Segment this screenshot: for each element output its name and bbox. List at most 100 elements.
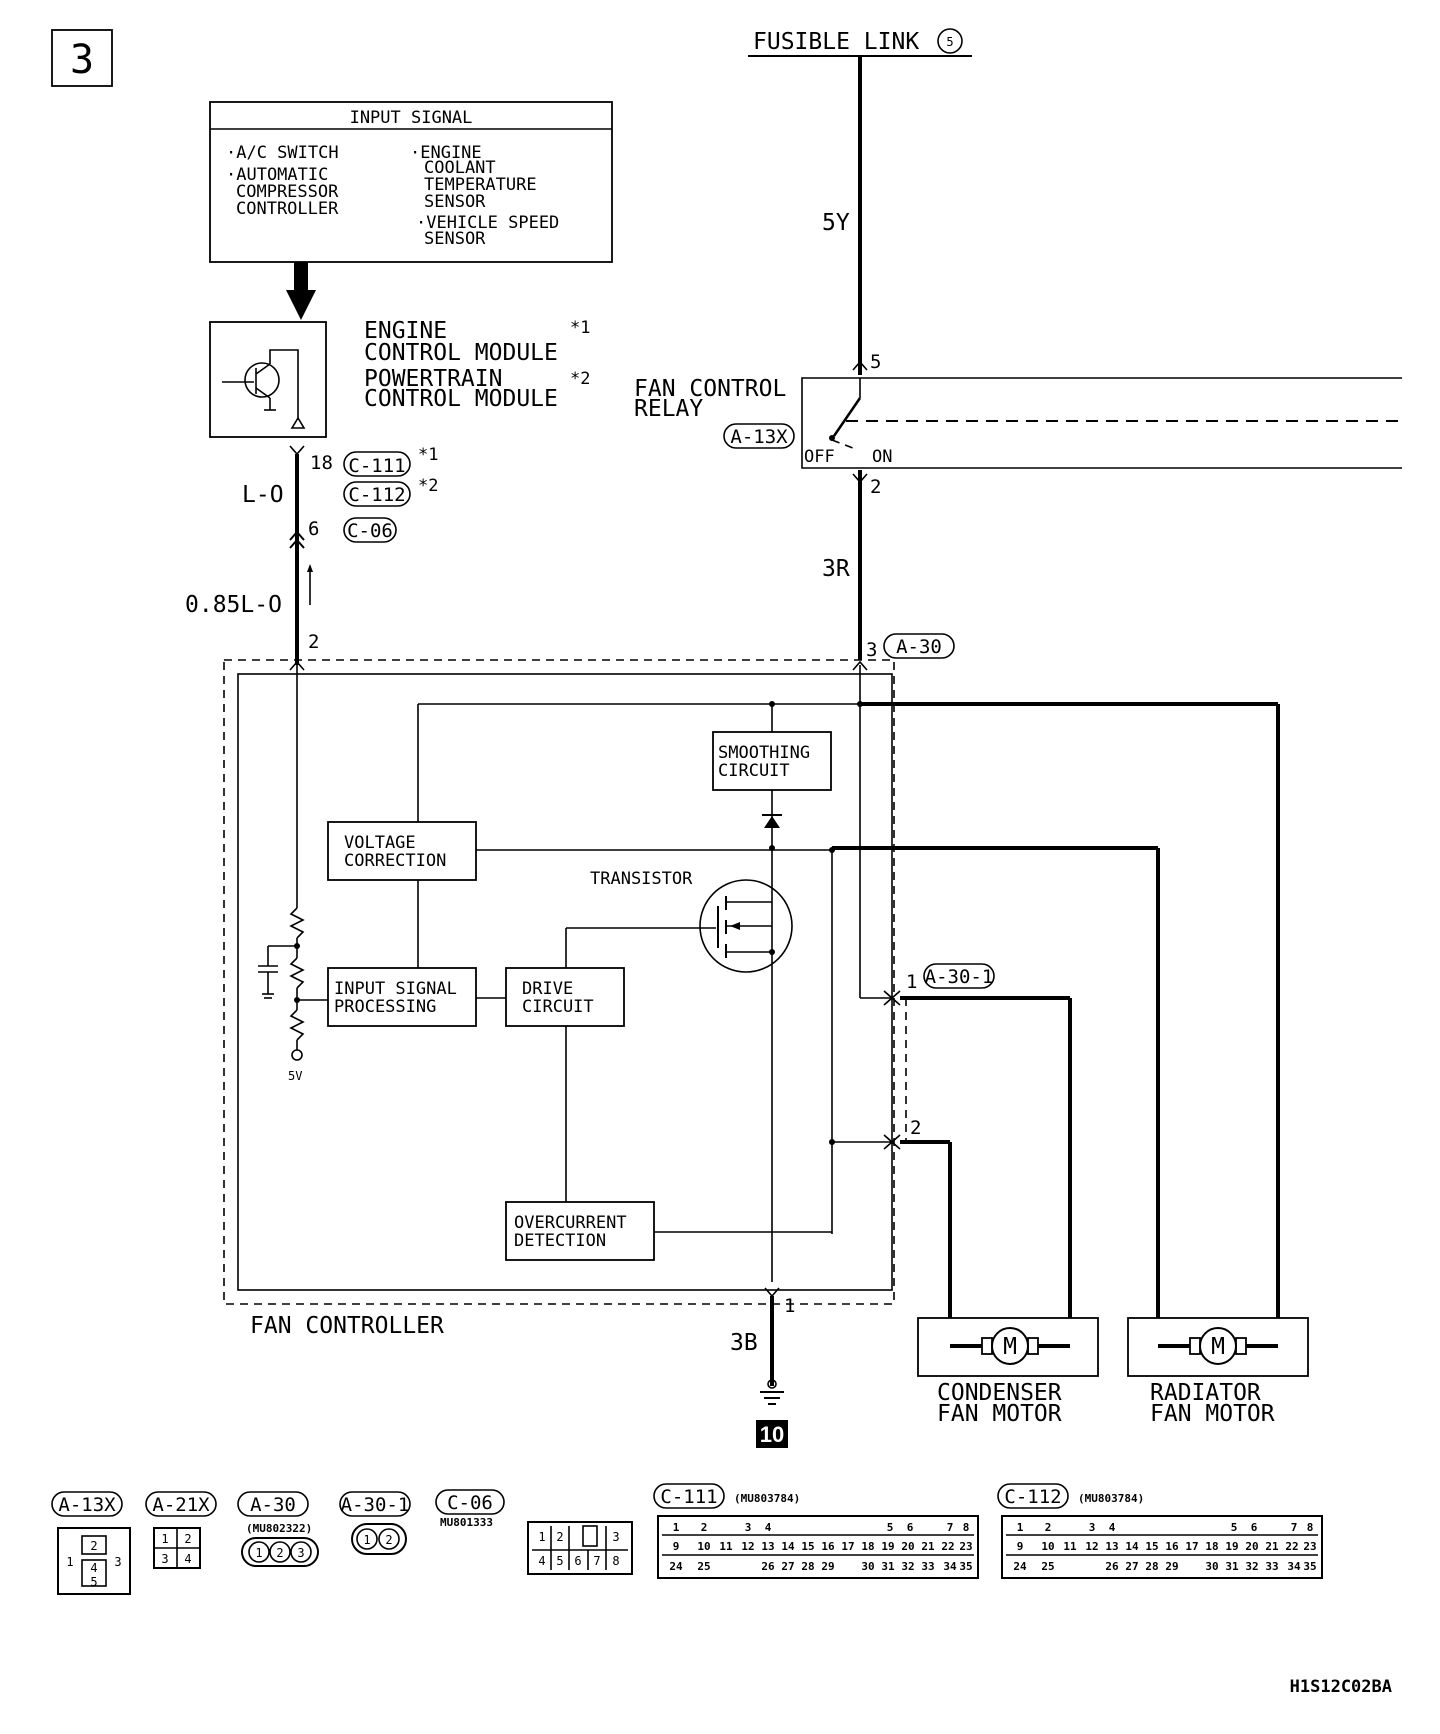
svg-text:2: 2 [184, 1532, 191, 1546]
input-proc-line1: INPUT SIGNAL [334, 979, 457, 999]
pin-1-a301: 1 [906, 971, 917, 993]
ecm-note2: *2 [570, 369, 590, 389]
condenser-motor-symbol: M [1003, 1334, 1017, 1360]
svg-text:8: 8 [963, 1521, 970, 1534]
legend-a301: A-30-1 [341, 1494, 410, 1516]
svg-text:6: 6 [907, 1521, 914, 1534]
svg-text:22: 22 [941, 1540, 954, 1553]
input-item-compressor: COMPRESSOR [236, 182, 339, 202]
relay-off: OFF [804, 447, 835, 467]
svg-text:35: 35 [1303, 1560, 1316, 1573]
relay-line2: RELAY [634, 396, 703, 422]
svg-text:27: 27 [1125, 1560, 1138, 1573]
svg-text:29: 29 [821, 1560, 834, 1573]
ecm-note1: *1 [570, 318, 590, 338]
relay-box [801, 377, 1402, 469]
pin-6: 6 [308, 518, 319, 540]
svg-text:7: 7 [947, 1521, 954, 1534]
svg-text:8: 8 [1307, 1521, 1314, 1534]
svg-text:7: 7 [593, 1554, 600, 1568]
overcurrent-line2: DETECTION [514, 1231, 606, 1251]
ground-number: 10 [760, 1422, 784, 1447]
svg-text:24: 24 [669, 1560, 683, 1573]
svg-text:11: 11 [1063, 1540, 1077, 1553]
svg-text:3: 3 [745, 1521, 752, 1534]
svg-text:18: 18 [1205, 1540, 1218, 1553]
svg-text:15: 15 [801, 1540, 814, 1553]
svg-text:17: 17 [1185, 1540, 1198, 1553]
svg-text:29: 29 [1165, 1560, 1178, 1573]
wire-lo-label: L-O [242, 482, 284, 508]
ecm-line2: CONTROL MODULE [364, 340, 558, 366]
svg-text:1: 1 [66, 1555, 73, 1569]
svg-text:1: 1 [255, 1546, 262, 1560]
relay-on: ON [872, 447, 892, 467]
legend-c06-part: MU801333 [440, 1516, 493, 1529]
svg-text:3: 3 [297, 1546, 304, 1560]
svg-text:5: 5 [1231, 1521, 1238, 1534]
input-proc-line2: PROCESSING [334, 997, 436, 1017]
svg-text:4: 4 [765, 1521, 772, 1534]
fusible-link-number: 5 [946, 35, 953, 49]
legend-a13x: A-13X [58, 1494, 116, 1516]
wire-085lo-label: 0.85L-O [185, 592, 282, 618]
pin-3: 3 [866, 639, 877, 661]
fusible-link-number-circle [937, 28, 963, 54]
input-signal-title: INPUT SIGNAL [350, 108, 473, 128]
svg-text:17: 17 [841, 1540, 854, 1553]
drive-line2: CIRCUIT [522, 997, 594, 1017]
footer-code: H1S12C02BA [1290, 1677, 1392, 1697]
relay-connector-tag: A-13X [730, 426, 788, 448]
svg-text:1: 1 [1017, 1521, 1024, 1534]
legend-c111-part: (MU803784) [734, 1492, 800, 1505]
svg-text:2: 2 [90, 1539, 97, 1553]
pin-18: 18 [310, 452, 333, 474]
svg-text:31: 31 [881, 1560, 895, 1573]
legend-a21x: A-21X [152, 1494, 210, 1516]
input-item-temperature: TEMPERATURE [424, 175, 537, 195]
ecm-line4: CONTROL MODULE [364, 386, 558, 412]
radiator-line1: RADIATOR [1150, 1380, 1261, 1406]
svg-text:5: 5 [887, 1521, 894, 1534]
svg-text:4: 4 [538, 1554, 545, 1568]
relay-pin-5: 5 [870, 351, 881, 373]
svg-text:33: 33 [1265, 1560, 1278, 1573]
svg-text:1: 1 [161, 1532, 168, 1546]
wire-5y-label: 5Y [822, 210, 850, 236]
fan-controller-label: FAN CONTROLLER [250, 1313, 444, 1339]
svg-text:23: 23 [959, 1540, 972, 1553]
v5-label: 5V [288, 1069, 302, 1083]
legend-c112: C-112 [1004, 1486, 1061, 1508]
input-item-controller: CONTROLLER [236, 199, 339, 219]
svg-text:19: 19 [1225, 1540, 1238, 1553]
svg-text:16: 16 [821, 1540, 835, 1553]
svg-text:23: 23 [1303, 1540, 1316, 1553]
svg-text:18: 18 [861, 1540, 874, 1553]
svg-text:15: 15 [1145, 1540, 1158, 1553]
svg-text:21: 21 [1265, 1540, 1279, 1553]
svg-text:13: 13 [761, 1540, 774, 1553]
svg-text:33: 33 [921, 1560, 934, 1573]
svg-text:31: 31 [1225, 1560, 1239, 1573]
svg-text:1: 1 [363, 1533, 370, 1547]
input-item-sensor2: SENSOR [424, 229, 486, 249]
transistor-icon [699, 879, 793, 973]
legend-a30: A-30 [250, 1494, 296, 1516]
svg-text:24: 24 [1013, 1560, 1027, 1573]
svg-text:6: 6 [574, 1554, 581, 1568]
svg-text:12: 12 [741, 1540, 754, 1553]
input-item-vehicle-speed: ·VEHICLE SPEED [416, 213, 559, 233]
smoothing-circuit-box [712, 731, 832, 791]
svg-text:35: 35 [959, 1560, 972, 1573]
overcurrent-line1: OVERCURRENT [514, 1213, 627, 1233]
input-item-ac-switch: ·A/C SWITCH [226, 143, 339, 163]
relay-line1: FAN CONTROL [634, 376, 786, 402]
radiator-motor-icon [1199, 1327, 1237, 1365]
svg-text:14: 14 [1125, 1540, 1139, 1553]
svg-text:10: 10 [697, 1540, 710, 1553]
svg-text:2: 2 [1045, 1521, 1052, 1534]
svg-text:1: 1 [538, 1530, 545, 1544]
input-processing-box [327, 967, 477, 1027]
page-number: 3 [70, 37, 94, 83]
svg-text:34: 34 [1287, 1560, 1301, 1573]
